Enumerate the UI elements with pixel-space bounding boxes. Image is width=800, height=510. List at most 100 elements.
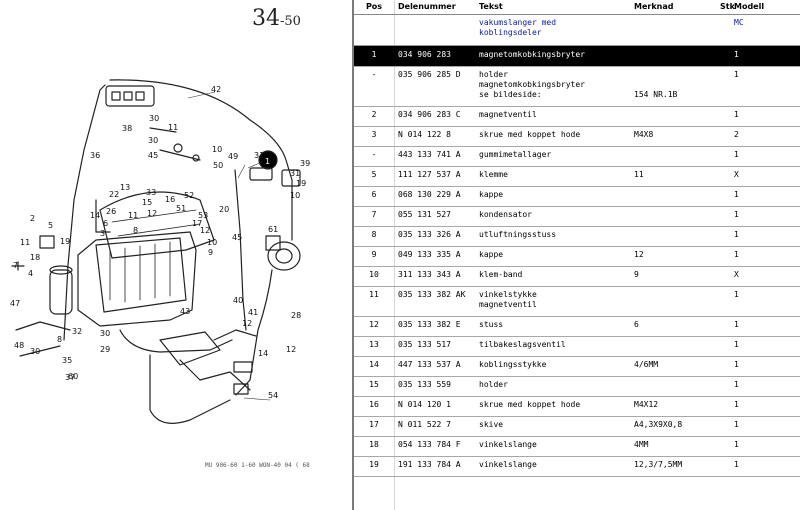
callout: 37 (65, 373, 75, 382)
callout: 17 (192, 219, 202, 228)
row-qty: 1 (734, 290, 739, 299)
table-row[interactable]: 11 035 133 382 AK vinkelstykke magnetven… (354, 286, 800, 317)
sheet-number: 34-50 (252, 6, 301, 31)
callout: 15 (142, 198, 152, 207)
header-model: Modell (734, 2, 765, 11)
row-qty: 1 (734, 340, 739, 349)
table-row[interactable]: 12 035 133 382 E stuss 6 1 (354, 316, 800, 337)
row-part-number: 035 133 382 E (398, 320, 461, 329)
row-part-number: 111 127 537 A (398, 170, 461, 179)
row-qty: 1 (734, 230, 739, 239)
switch-part-1 (258, 150, 278, 170)
row-part-number: 311 133 343 A (398, 270, 461, 279)
row-part-number: 034 906 283 (398, 50, 451, 59)
table-row[interactable]: - 443 133 741 A gummimetallager 1 (354, 146, 800, 167)
callout: 5 (48, 221, 53, 230)
row-pos: 18 (369, 440, 379, 449)
table-row[interactable]: 13 035 133 517 tilbakeslagsventil 1 (354, 336, 800, 357)
row-text: tilbakeslagsventil (479, 340, 566, 349)
callout: 8 (57, 335, 62, 344)
callout: 45 (232, 233, 242, 242)
callout: 14 (258, 349, 268, 358)
row-part-number: 035 906 285 D (398, 70, 461, 79)
row-remark: 6 (634, 320, 639, 329)
callout: 52 (184, 191, 194, 200)
table-row[interactable]: 6 068 130 229 A kappe 1 (354, 186, 800, 207)
row-text: vinkelstykke magnetventil (479, 290, 537, 309)
row-remark: 12 (634, 250, 644, 259)
group-heading-row: vakumslanger med koblingsdeler MC (354, 15, 800, 46)
callout: 19 (60, 237, 70, 246)
row-part-number: 191 133 784 A (398, 460, 461, 469)
table-row[interactable]: 7 055 131 527 kondensator 1 (354, 206, 800, 227)
table-row[interactable]: 1 034 906 283 magnetomkobkingsbryter 1 (354, 46, 800, 67)
callout: 12 (200, 226, 210, 235)
row-pos: 13 (369, 340, 379, 349)
table-row[interactable]: 9 049 133 335 A kappe 12 1 (354, 246, 800, 267)
callout: 7 (13, 261, 18, 270)
row-text: skrue med koppet hode (479, 400, 581, 409)
callout: 28 (291, 311, 301, 320)
row-qty: 1 (734, 400, 739, 409)
row-part-number: 054 133 784 F (398, 440, 461, 449)
row-qty: X (734, 270, 739, 279)
row-pos: 9 (371, 250, 377, 259)
callout: 1 (265, 157, 270, 166)
table-row[interactable]: 17 N 011 522 7 skive A4,3X9X0,8 1 (354, 416, 800, 437)
column-separator (394, 0, 395, 510)
table-row[interactable]: - 035 906 285 D holder magnetomkobkingsb… (354, 66, 800, 107)
row-qty: 1 (734, 50, 739, 59)
callout: 20 (219, 205, 229, 214)
row-qty: 1 (734, 460, 739, 469)
callout: 53 (198, 211, 208, 220)
callout: 16 (165, 195, 175, 204)
table-row[interactable]: 5 111 127 537 A klemme 11 X (354, 166, 800, 187)
table-row[interactable]: 18 054 133 784 F vinkelslange 4MM 1 (354, 436, 800, 457)
callout: 31 (254, 151, 264, 160)
table-row[interactable]: 8 035 133 326 A utluftningsstuss 1 (354, 226, 800, 247)
callout: 26 (106, 207, 116, 216)
row-qty: 1 (734, 320, 739, 329)
callout: 19 (296, 179, 306, 188)
callout: 31 (290, 169, 300, 178)
row-text: gummimetallager (479, 150, 552, 159)
callout: 29 (100, 345, 110, 354)
row-pos: 17 (369, 420, 379, 429)
header-text: Tekst (479, 2, 503, 11)
callout: 32 (72, 327, 82, 336)
table-row[interactable]: 19 191 133 784 A vinkelslange 12,3/7,5MM… (354, 456, 800, 477)
callout: 47 (10, 299, 20, 308)
table-row[interactable]: 16 N 014 120 1 skrue med koppet hode M4X… (354, 396, 800, 417)
row-remark: A4,3X9X0,8 (634, 420, 683, 429)
callout: 10 (212, 145, 222, 154)
table-row[interactable]: 15 035 133 559 holder 1 (354, 376, 800, 397)
exploded-diagram-panel: 34-50 (0, 0, 352, 510)
table-row[interactable]: 2 034 906 283 C magnetventil 1 (354, 106, 800, 127)
exhaust-pipe (119, 329, 233, 353)
footer-stamp: MU 906-60 1-60 WON-40 04 ( 68 (205, 462, 310, 469)
callout: 30 (149, 114, 159, 123)
callout: 9 (208, 248, 213, 257)
row-text: magnetventil (479, 110, 537, 119)
table-row[interactable]: 3 N 014 122 8 skrue med koppet hode M4X8… (354, 126, 800, 147)
callout: 22 (109, 190, 119, 199)
callout: 12 (286, 345, 296, 354)
exploded-diagram: 42 1 31 39 30 38 11 30 10 49 36 45 50 31… (10, 79, 310, 424)
row-part-number: 447 133 537 A (398, 360, 461, 369)
callout: 8 (133, 226, 138, 235)
row-pos: - (371, 70, 377, 79)
callout: 30 (30, 347, 40, 356)
table-row[interactable]: 10 311 133 343 A klem-band 9 X (354, 266, 800, 287)
callout: 35 (62, 356, 72, 365)
callout: 43 (180, 307, 190, 316)
table-row[interactable]: 14 447 133 537 A koblingsstykke 4/6MM 1 (354, 356, 800, 377)
callout: 54 (268, 391, 278, 400)
row-part-number: 035 133 326 A (398, 230, 461, 239)
row-remark: 4MM (634, 440, 649, 449)
callout: 40 (233, 296, 243, 305)
callout: 13 (120, 183, 130, 192)
header-pos: Pos (365, 2, 383, 11)
row-text: kappe (479, 250, 504, 259)
callout: 30 (100, 329, 110, 338)
